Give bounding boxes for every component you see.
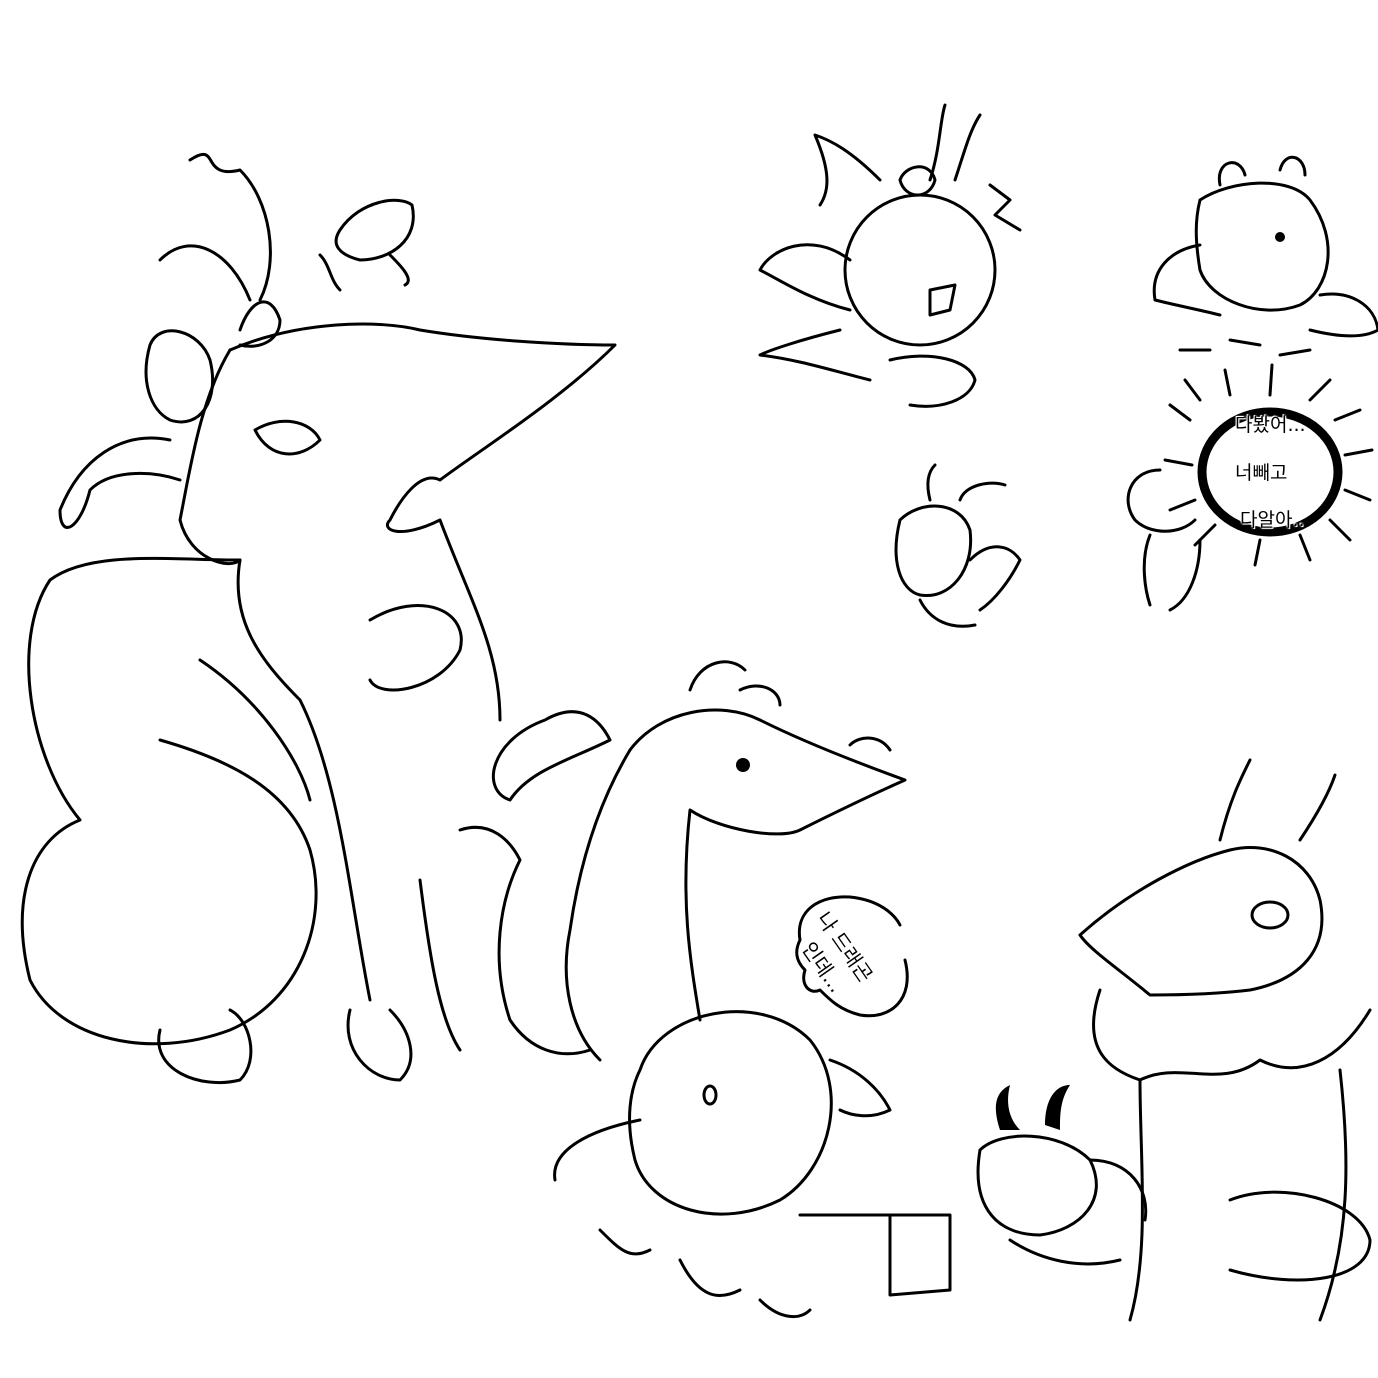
dragon-speech-bubble — [795, 895, 909, 1018]
small-creature-middle — [894, 463, 1022, 628]
flying-creature-top — [758, 103, 1022, 408]
middle-creature-rat — [458, 660, 907, 1062]
spiky-bubble-line-2: 너빼고 — [1235, 462, 1288, 484]
spiky-speech-bubble — [1126, 363, 1374, 612]
spiky-bubble-line-3: 다알아.. — [1240, 509, 1305, 531]
dragon-creature-right — [1078, 758, 1372, 1322]
large-creature-left — [20, 152, 617, 1085]
bear-creature-top-right — [1152, 156, 1378, 357]
round-creature-bottom — [553, 1010, 952, 1319]
spiky-bubble-line-1: 다봤어... — [1235, 414, 1306, 436]
horned-creature-bottom — [976, 1085, 1148, 1266]
small-bird — [318, 198, 415, 292]
